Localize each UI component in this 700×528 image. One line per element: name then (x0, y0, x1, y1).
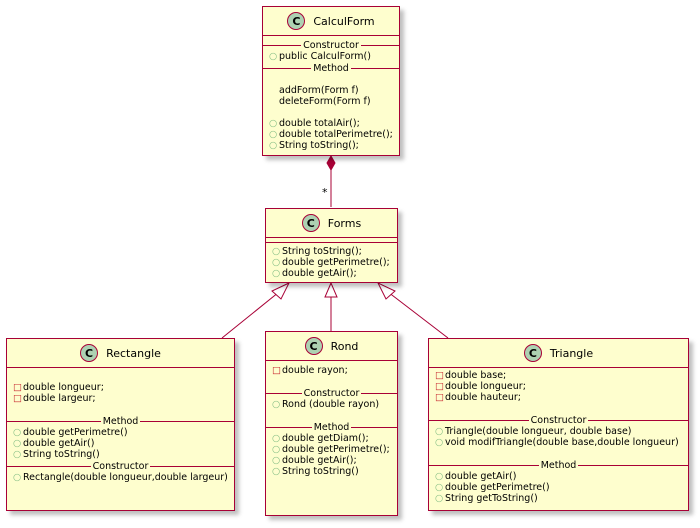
inheritance-arrow-rond (324, 281, 338, 298)
class-stereotype-icon: C (523, 344, 542, 362)
separator-method: Method (429, 459, 688, 471)
inheritance-line-triangle (387, 291, 449, 339)
class-stereotype-icon: C (301, 214, 320, 232)
member-row: ○String toString() (13, 449, 100, 460)
class-calculform[interactable]: C CalculForm Constructor ○public CalculF… (262, 6, 400, 156)
separator-method: Method (263, 62, 399, 74)
member-row: ○double getPerimetre(); (272, 257, 390, 268)
member-row: □double hauteur; (435, 392, 521, 403)
member-row: ○void modifTriangle(double base,double l… (435, 437, 679, 448)
member-row: ○Triangle(double longueur, double base) (435, 426, 632, 437)
separator (266, 242, 397, 243)
class-forms[interactable]: C Forms ○String toString(); ○double getP… (265, 208, 398, 283)
class-name: Rond (330, 339, 359, 353)
member-row: □double longueur; (13, 382, 104, 393)
inheritance-line-rectangle (221, 291, 280, 339)
class-name: Rectangle (106, 346, 161, 360)
member-row: ○double getPerimetre(); (272, 444, 390, 455)
member-row: ○double totalAir(); (269, 118, 360, 129)
separator-method: Method (7, 415, 234, 427)
inheritance-arrow-triangle (376, 281, 396, 300)
member-row: ○double getAir() (13, 438, 95, 449)
member-row: □double rayon; (272, 365, 348, 376)
member-row: ○double getDiam(); (272, 433, 369, 444)
class-stereotype-icon: C (80, 344, 99, 362)
member-row: ○double totalPerimetre(); (269, 129, 393, 140)
member-row: addForm(Form f) (279, 85, 359, 96)
separator-constructor: Constructor (266, 387, 397, 399)
class-name: Triangle (549, 346, 594, 360)
class-stereotype-icon: C (304, 337, 323, 355)
class-rectangle[interactable]: C Rectangle □double longueur; □double la… (6, 338, 235, 511)
class-header: C Rectangle (7, 339, 234, 368)
member-row: ○Rond (double rayon) (272, 399, 380, 410)
separator-constructor: Constructor (263, 39, 399, 51)
member-row: □double largeur; (13, 393, 96, 404)
class-header: C Rond (266, 332, 397, 361)
class-name: Forms (327, 216, 362, 230)
class-header: C Forms (266, 209, 397, 238)
class-triangle[interactable]: C Triangle □double base; □double longueu… (428, 338, 689, 511)
member-row: ○String toString(); (272, 246, 362, 257)
member-row: □double base; (435, 370, 507, 381)
class-rond[interactable]: C Rond □double rayon; Constructor ○Rond … (265, 331, 398, 516)
class-stereotype-icon: C (287, 12, 306, 30)
member-row: ○String toString(); (269, 140, 359, 151)
member-row: ○double getPerimetre() (435, 482, 550, 493)
class-name: CalculForm (313, 14, 375, 28)
member-row: ○String toString() (272, 466, 359, 477)
class-header: C Triangle (429, 339, 688, 368)
member-row: □double longueur; (435, 381, 526, 392)
separator-method: Method (266, 421, 397, 433)
member-row: ○double getAir(); (272, 268, 357, 279)
inheritance-arrow-rectangle (271, 281, 291, 300)
separator-constructor: Constructor (7, 460, 234, 472)
member-row: ○double getPerimetre() (13, 427, 128, 438)
composition-diamond (326, 154, 336, 172)
member-row: ○public CalculForm() (269, 51, 371, 62)
member-row: ○Rectangle(double longueur,double largeu… (13, 472, 228, 483)
composition-multiplicity: * (322, 186, 328, 199)
member-row: ○String getToString() (435, 493, 538, 504)
member-row: deleteForm(Form f) (279, 96, 371, 107)
member-row: ○double getAir() (435, 471, 517, 482)
member-row: ○double getAir(); (272, 455, 357, 466)
class-header: C CalculForm (263, 7, 399, 36)
separator-constructor: Constructor (429, 414, 688, 426)
